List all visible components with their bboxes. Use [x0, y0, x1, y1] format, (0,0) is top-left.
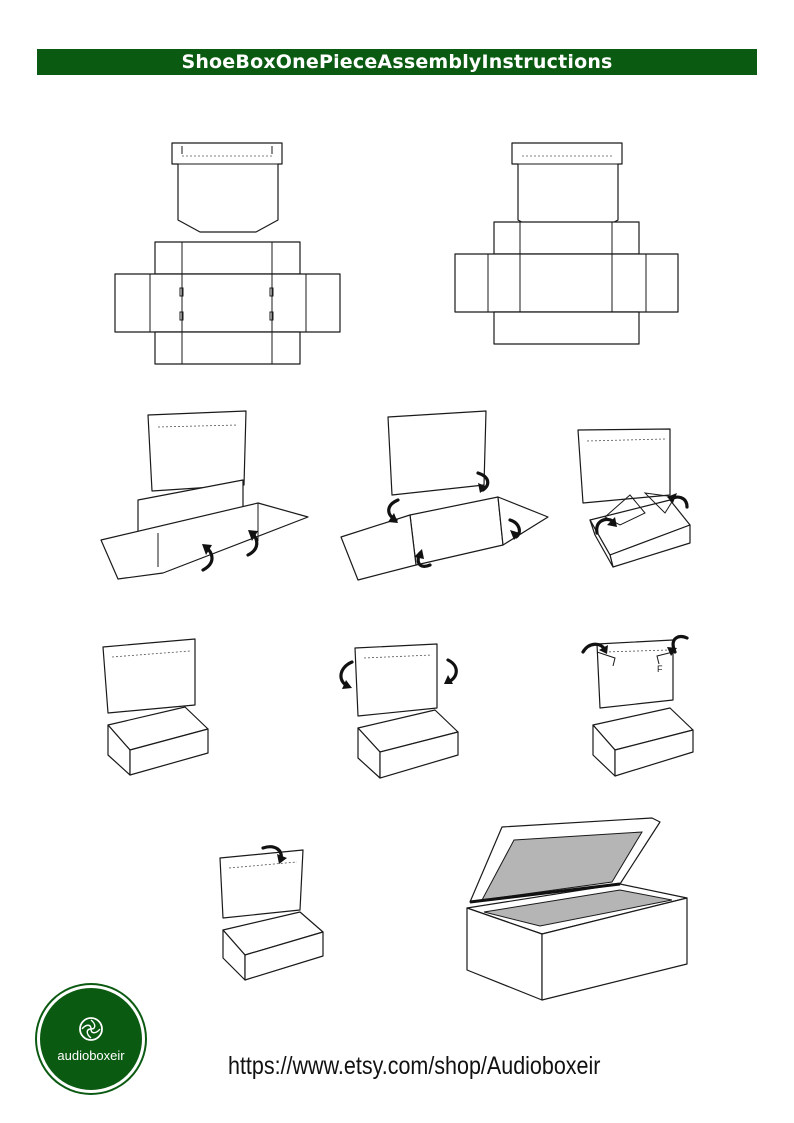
step-1-flat-template [110, 140, 345, 370]
step-10-finished-box [462, 812, 690, 1007]
swirl-icon [79, 1016, 103, 1041]
step-7-fold-lid-flaps [330, 640, 470, 785]
step-9-close-lid [215, 840, 330, 985]
step-3-fold-sides [98, 405, 313, 585]
fold-label: F [657, 664, 663, 674]
step-6-open-box [100, 635, 215, 780]
logo-text: audioboxeir [57, 1047, 125, 1063]
shop-url[interactable]: https://www.etsy.com/shop/Audioboxeir [228, 1052, 601, 1080]
brand-logo: audioboxeir [37, 985, 145, 1093]
step-5-fold-flaps [575, 425, 695, 575]
step-2-flat-template [452, 140, 687, 350]
page-title: ShoeBoxOnePieceAssemblyInstructions [37, 49, 757, 75]
step-4-assemble-walls [338, 405, 553, 585]
step-8-insert-lid-tabs: F [575, 630, 705, 780]
